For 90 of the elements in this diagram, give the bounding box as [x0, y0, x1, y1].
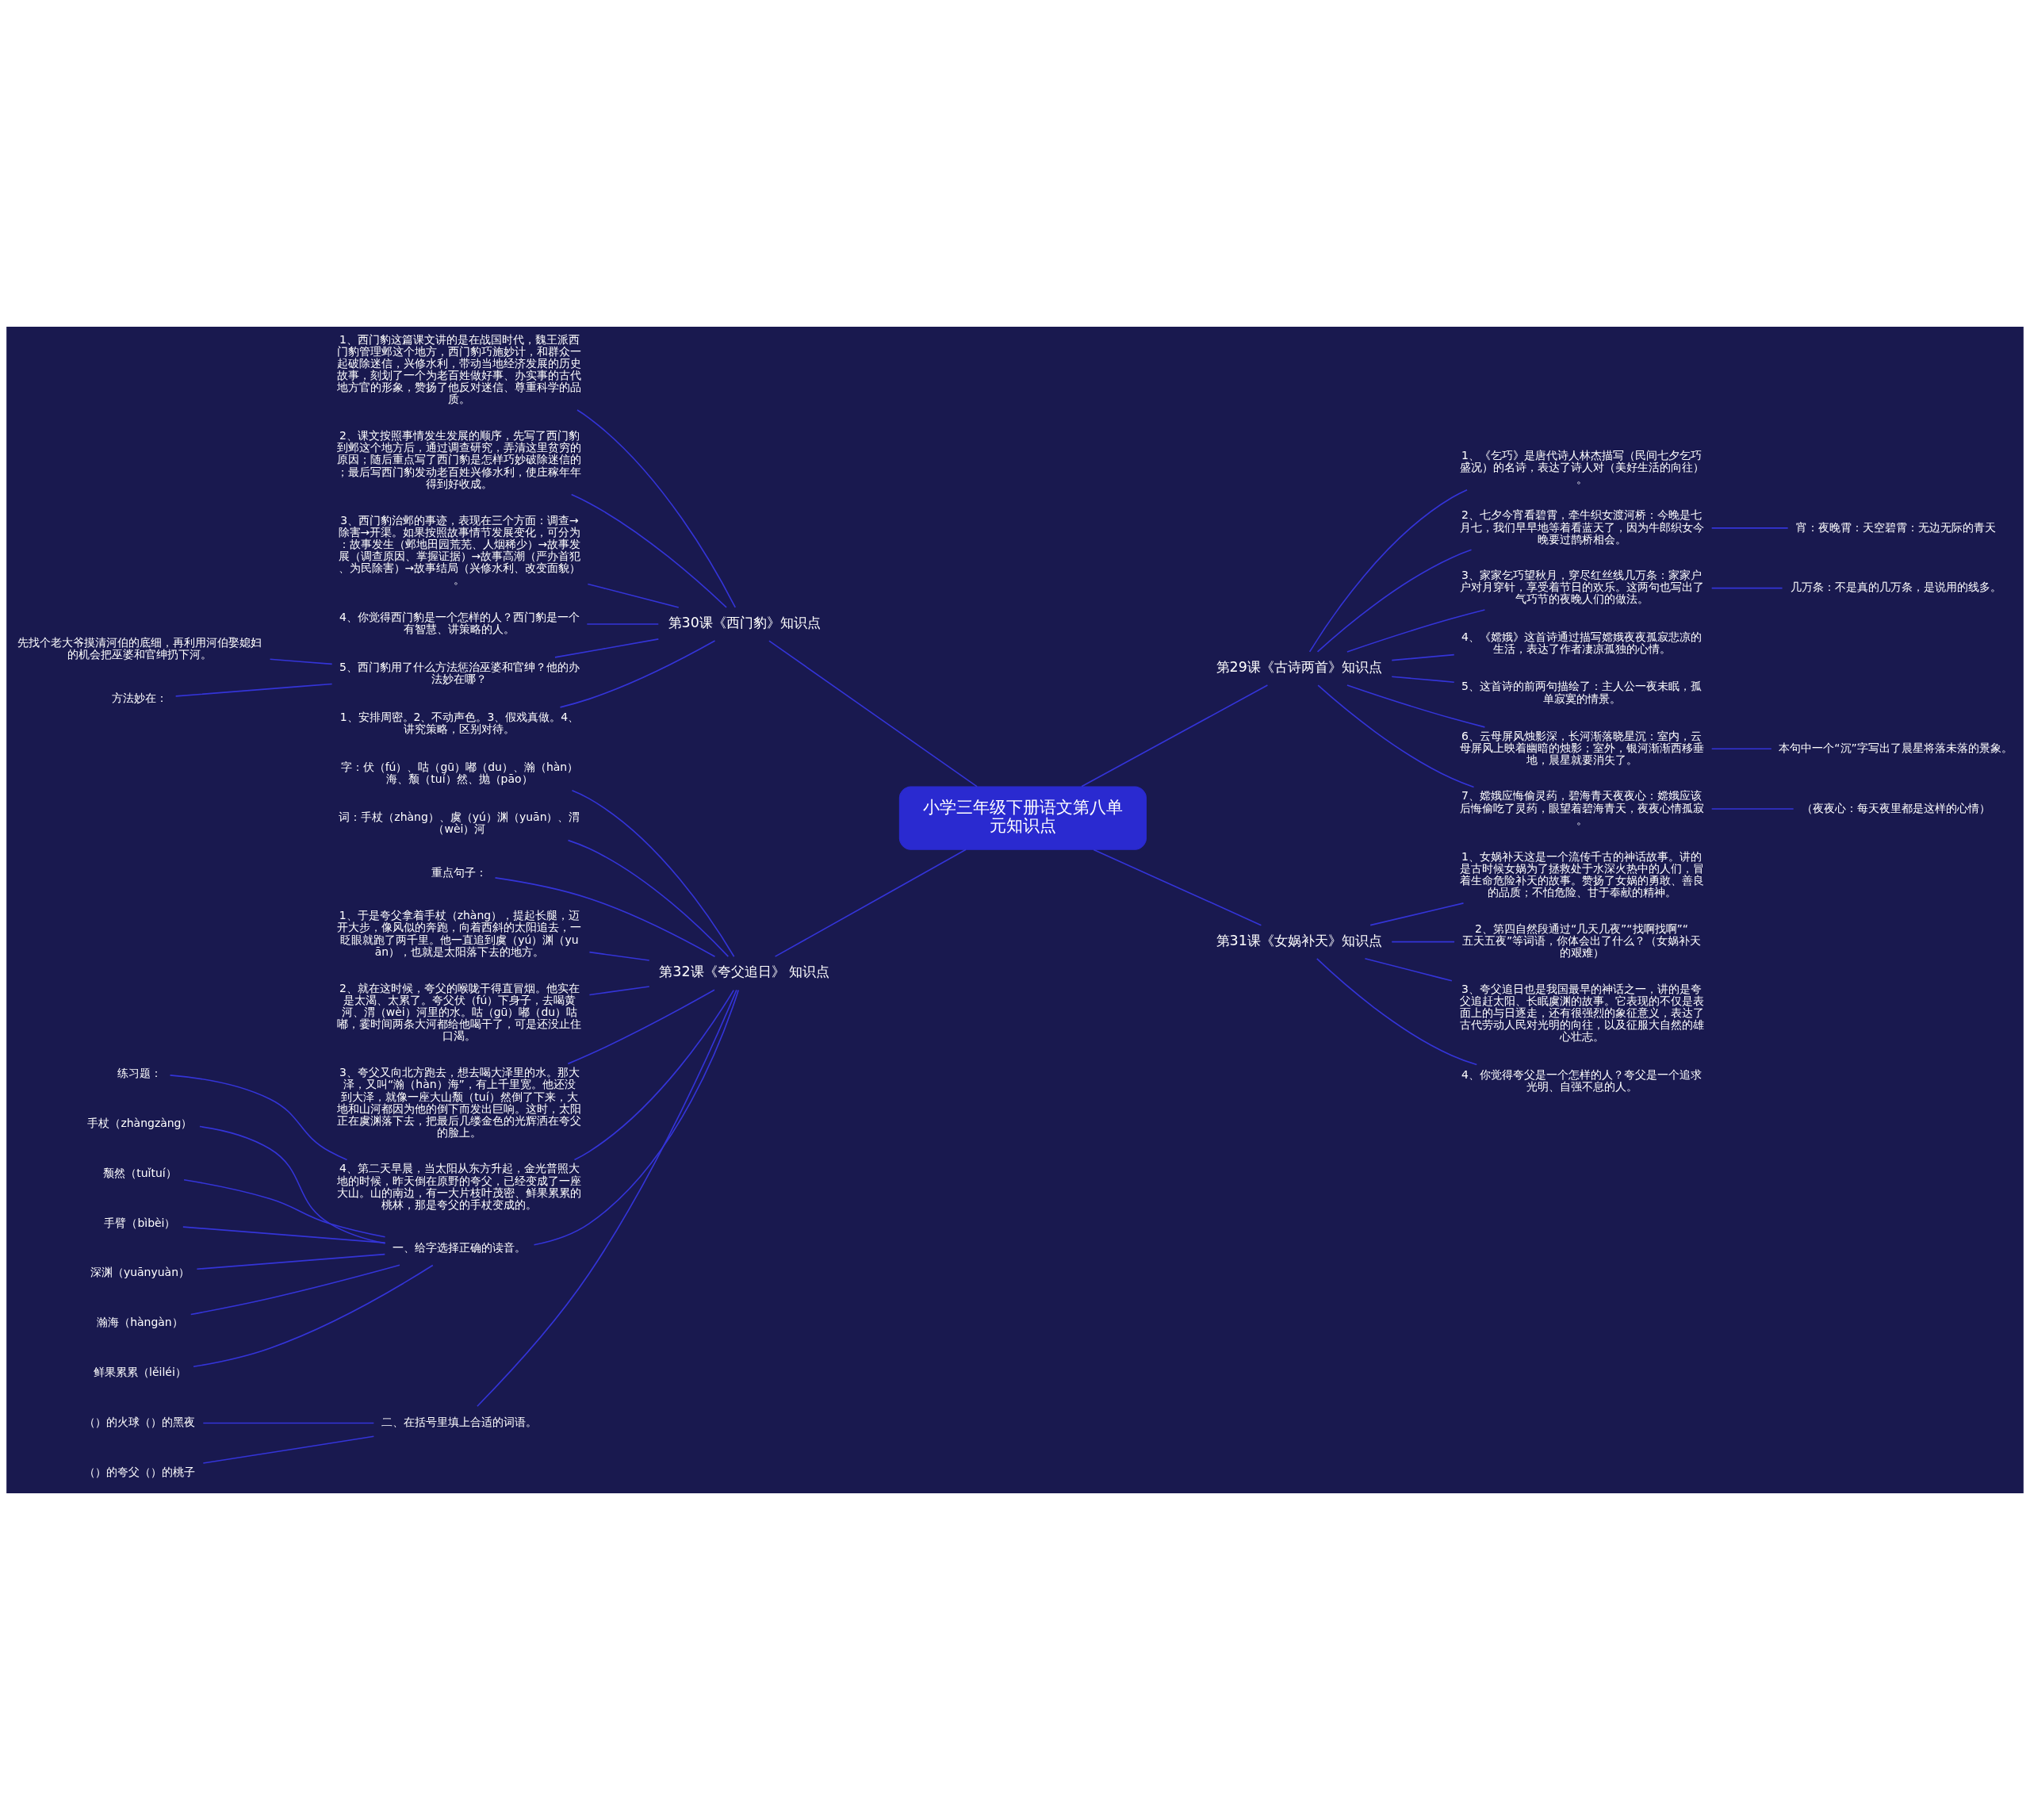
node-text: 第32课《夸父追日》 知识点 — [659, 964, 830, 980]
node-text: 1、西门豹这篇课文讲的是在战国时代，魏王派西门豹管理邺这个地方，西门豹巧施妙计，和群众一起破除迷信，兴修水利，带动当地经济发展的历史故事，刻划了一个为老百姓做好事、办实事的古代地方官的形象，赞扬了他反对迷信、尊重科学的品质。 — [337, 332, 582, 406]
connector — [196, 1253, 386, 1270]
connector — [1081, 684, 1269, 787]
connector — [573, 989, 735, 1161]
node-text: 颓然（tuǐtuí） — [103, 1166, 177, 1179]
node-text: 第31课《女娲补天》知识点 — [1216, 932, 1382, 948]
node-text: 第30课《西门豹》知识点 — [668, 615, 821, 631]
node-text: 2、七夕今宵看碧霄，牵牛织女渡河桥：今晚是七月七，我们早早地等着看蓝天了，因为牛郎织女今晚要过鹊桥相会。 — [1459, 508, 1704, 546]
node-text: 深渊（yuānyuàn） — [90, 1266, 190, 1279]
connector — [587, 583, 680, 608]
node-text: 二、在括号里填上合适的词语。 — [381, 1416, 538, 1429]
node-text: 方法妙在： — [112, 691, 168, 704]
connector — [1093, 849, 1262, 926]
node-text: 练习题： — [117, 1066, 163, 1079]
node-text: 手杖（zhàngzàng） — [87, 1116, 193, 1129]
connector — [768, 640, 978, 787]
node-text: （夜夜心：每天夜里都是这样的心情） — [1801, 801, 1990, 814]
node-text: 3、家家乞巧望秋月，穿尽红丝线几万条：家家户户对月穿针，享受着节日的欢乐。这两句也写出了气巧节的夜晚人们的做法。 — [1459, 569, 1704, 606]
node-text: 7、嫦娥应悔偷灵药，碧海青天夜夜心：嫦娥应该后悔偷吃了灵药，眼望着碧海青天，夜夜心情孤寂。 — [1459, 789, 1704, 826]
connector — [1710, 527, 1789, 529]
node-text: 3、夸父又向北方跑去，想去喝大泽里的水。那大泽，又叫“瀚（hàn）海”，有上千里宽。他还没到大泽，就像一座大山颓（tuí）然倒了下来，大地和山河都因为他的倒下而发出巨响。这时，太阳正在虞渊落下去，把最后几缕金色的光辉洒在夸父的脸上。 — [337, 1066, 582, 1139]
connector — [1308, 489, 1468, 653]
connector — [588, 951, 650, 961]
connector — [1710, 748, 1772, 750]
connector — [567, 839, 730, 957]
node-text: 2、课文按照事情发生发展的顺序，先写了西门豹到邺这个地方后，通过调查研究，弄清这里贫穷的原因；随后重点写了西门豹是怎样巧妙破除迷信的；最后写西门豹发动老百姓兴修水利，使庄稼年年得到好收成。 — [337, 429, 582, 490]
connector — [586, 623, 660, 625]
node-text: 6、云母屏风烛影深，长河渐落晓星沉：室内，云母屏风上映着幽暗的烛影；室外，银河渐渐西移垂地，晨星就要消失了。 — [1459, 729, 1704, 767]
connector — [174, 683, 333, 697]
connector — [1710, 587, 1783, 589]
connector — [533, 989, 740, 1246]
node-text: 2、就在这时候，夸父的喉咙干得直冒烟。他实在是太渴、太累了。夸父伏（fú）下身子，去喝黄河、渭（wèi）河里的水。咕（gū）嘟（du）咕嘟，霎时间两条大河都给他喝干了，可是还没止住口渴。 — [337, 981, 582, 1043]
node-text: 几万条：不是真的几万条，是说用的线多。 — [1790, 580, 2001, 594]
node-text: 4、你觉得夸父是一个怎样的人？夸父是一个追求光明、自强不息的人。 — [1461, 1067, 1702, 1093]
connector — [1317, 684, 1475, 788]
node-text: 鲜果累累（lěiléi） — [94, 1366, 186, 1379]
connector — [1710, 808, 1794, 810]
connector — [570, 493, 727, 608]
connector — [1316, 549, 1473, 653]
connector — [269, 658, 333, 665]
connector — [182, 1226, 386, 1243]
connector — [1391, 676, 1455, 684]
node-text: 1、女娲补天这是一个流传千古的神话故事。讲的是古时候女娲为了拯救处于水深火热中的人们，冒着生命危险补天的故事。赞扬了女娲的勇敢、善良的品质；不怕危险、甘于奉献的精神。 — [1459, 849, 1704, 899]
connector — [1364, 957, 1453, 982]
connector — [571, 789, 735, 958]
node-text: 2、第四自然段通过“几天几夜”“找啊找啊”“五天五夜”等词语，你体会出了什么？（女娲补天的艰难） — [1461, 922, 1702, 960]
connector — [193, 1264, 434, 1368]
connector — [554, 638, 660, 658]
node-text: 4、《嫦娥》这首诗通过描写嫦娥夜夜孤寂悲凉的生活，表达了作者凄凉孤独的心情。 — [1461, 630, 1702, 655]
connector — [559, 640, 716, 708]
connector — [1316, 958, 1478, 1066]
node-text: 本句中一个“沉”字写出了晨星将落未落的景象。 — [1779, 741, 2013, 754]
node-text: 4、你觉得西门豹是一个怎样的人？西门豹是一个有智慧、讲策略的人。 — [339, 611, 580, 636]
node-text: 5、这首诗的前两句描绘了：主人公一夜未眠，孤单寂寞的情景。 — [1461, 680, 1702, 705]
node-text: 瀚海（hàngàn） — [97, 1316, 183, 1329]
node-text: 先找个老大爷摸清河伯的底细，再利用河伯娶媳妇的机会把巫婆和官绅扔下河。 — [17, 635, 262, 661]
connector — [202, 1435, 375, 1464]
connector — [202, 1422, 375, 1424]
connector — [1369, 902, 1465, 926]
connector — [588, 986, 650, 996]
node-text: 1、于是夸父拿着手杖（zhàng），提起长腿，迈开大步，像风似的奔跑，向着西斜的太阳追去，一眨眼就跑了两千里。他一直追到虞（yú）渊（yuān），也就是太阳落下去的地方。 — [337, 909, 582, 958]
connector — [1391, 941, 1455, 943]
node-text: 字：伏（fú）、咕（gū）嘟（du）、瀚（hàn）海、颓（tuí）然、抛（pāo） — [340, 760, 579, 785]
connector — [477, 989, 737, 1408]
connector — [1346, 609, 1486, 653]
node-text: 1、《乞巧》是唐代诗人林杰描写（民间七夕乞巧盛况）的名诗，表达了诗人对（美好生活的向往）。 — [1459, 448, 1704, 485]
node-text: 手臂（bìbèi） — [104, 1216, 176, 1229]
node-text: （）的火球（）的黑夜 — [84, 1416, 196, 1429]
connector — [494, 877, 716, 958]
node-text: 4、第二天早晨，当太阳从东方升起，金光普照大地的时候，昨天倒在原野的夸父，已经变成了一座大山。山的南边，有一大片枝叶茂密、鲜果累累的桃林，那是夸父的手杖变成的。 — [337, 1162, 582, 1211]
node-text: 词：手杖（zhàng）、虞（yú）渊（yuān）、渭（wèi）河 — [339, 810, 580, 835]
connector — [1346, 684, 1486, 728]
node-text: 一、给字选择正确的读音。 — [393, 1240, 527, 1254]
connector — [190, 1264, 400, 1316]
node-text: 第29课《古诗两首》知识点 — [1216, 659, 1382, 676]
node-text: 3、夸父追日也是我国最早的神话之一，讲的是夸父追赶太阳、长眠虞渊的故事。它表现的不仅是表面上的与日逐走，还有很强烈的象征意义，表达了古代劳动人民对光明的向往，以及征服大自然的雄心壮志。 — [1459, 982, 1704, 1044]
node-text: 1、安排周密。2、不动声色。3、假戏真做。4、讲究策略，区别对待。 — [339, 710, 580, 735]
node-text: 5、西门豹用了什么方法惩治巫婆和官绅？他的办法妙在哪？ — [339, 660, 580, 686]
connector — [567, 989, 715, 1065]
node-text: 重点句子： — [431, 866, 488, 879]
connector — [169, 1075, 348, 1161]
connector — [183, 1178, 386, 1238]
node-box: 小学三年级下册语文第八单元知识点 — [898, 786, 1147, 850]
connector — [1391, 653, 1455, 661]
node-text: （）的夸父（）的桃子 — [84, 1465, 196, 1478]
connector — [774, 849, 967, 957]
connector — [576, 409, 737, 608]
node-text: 3、西门豹治邺的事迹，表现在三个方面：调查→除害→开渠。如果按照故事情节发展变化，可分为：故事发生（邺地田园荒芜、人烟稀少）→故事发展（调查原因、掌握证据）→故事高潮（严办首犯、为民除害）→故事结局（兴修水利、改变面貌）。 — [338, 513, 581, 587]
node-text: 宵：夜晚霄：天空碧霄：无边无际的青天 — [1795, 520, 1996, 534]
